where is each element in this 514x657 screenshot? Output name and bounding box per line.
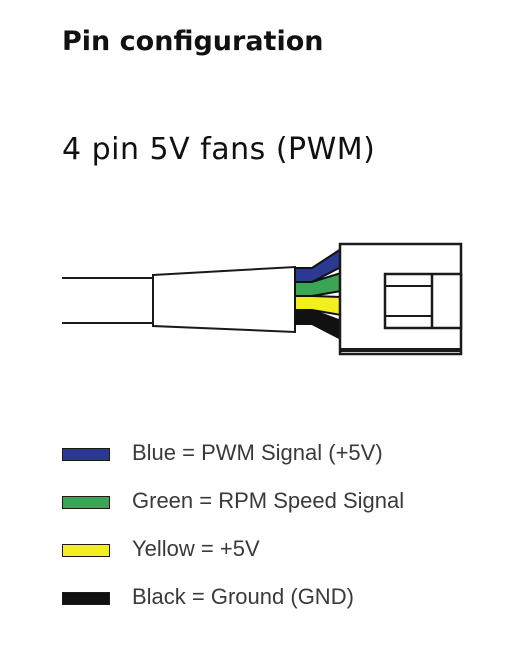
legend-label-yellow: Yellow = +5V (132, 536, 260, 561)
cable-sleeve (152, 265, 296, 334)
wire-legend: Blue = PWM Signal (+5V) Green = RPM Spee… (62, 436, 502, 628)
wire-bundle (294, 247, 342, 341)
page-subtitle: 4 pin 5V fans (PWM) (62, 132, 376, 167)
yellow-swatch (62, 544, 110, 557)
fan-connector-diagram (62, 242, 463, 356)
legend-item-green: Green = RPM Speed Signal (62, 484, 502, 532)
legend-item-yellow: Yellow = +5V (62, 532, 502, 580)
legend-label-blue: Blue = PWM Signal (+5V) (132, 440, 383, 465)
legend-item-black: Black = Ground (GND) (62, 580, 502, 628)
green-swatch (62, 496, 110, 509)
cable (62, 277, 153, 324)
legend-label-green: Green = RPM Speed Signal (132, 488, 405, 513)
blue-swatch (62, 448, 110, 461)
black-swatch (62, 592, 110, 605)
legend-label-black: Black = Ground (GND) (132, 584, 354, 609)
page-title: Pin configuration (62, 26, 324, 57)
legend-item-blue: Blue = PWM Signal (+5V) (62, 436, 502, 484)
connector-housing (338, 242, 463, 356)
